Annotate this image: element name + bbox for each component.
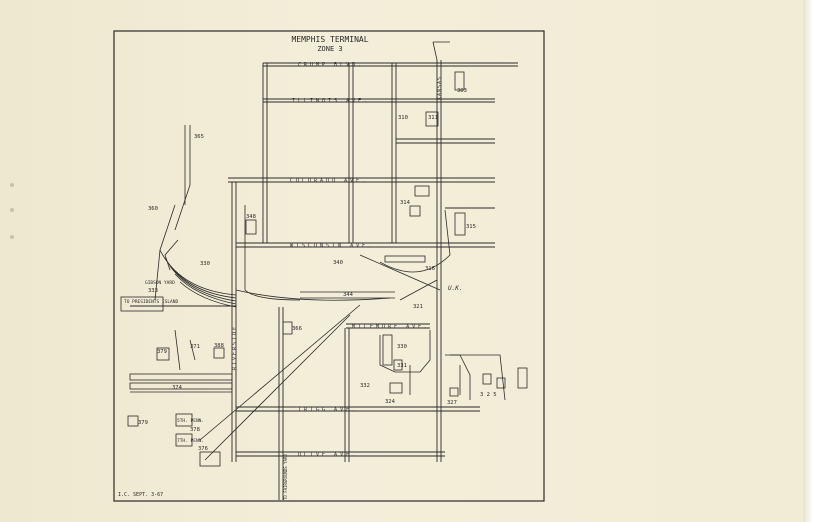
street-colorado: COLORADO AVE. [290,178,368,184]
map-frame [113,30,545,502]
street-kansas: KANSAS [437,76,443,100]
track-number: 310 [398,115,408,121]
street-milemore: MILEMORE AVE. [352,324,430,330]
track-number: 376 [198,446,208,452]
label-fifth-penn: 5TH. PENN. [177,418,204,424]
paper-edge [803,0,813,522]
track-number: 314 [400,200,411,206]
track-number: 378 [190,427,200,433]
buildings [120,71,528,467]
track-number: 3 2 5 [480,392,497,398]
footer-date: I.C. SEPT. 3-67 [118,492,163,498]
track-number: 366 [292,326,302,332]
track-number: 374 [172,385,183,391]
track-number: 316 [425,266,435,272]
track-number: 388 [214,343,224,349]
track-number: 331 [397,363,407,369]
track-number: 360 [148,206,158,212]
track-number: 365 [194,134,204,140]
street-riverside: RIVERSIDE [232,325,238,370]
track-number: 333 [148,288,158,294]
track-number: 379 [157,349,167,355]
track-number: 321 [413,304,423,310]
track-number: 311 [428,115,438,121]
map-subtitle: ZONE 3 [317,45,342,53]
track-numbers: 303 310 311 365 360 314 315 348 330 333 … [138,88,497,452]
track-lines [129,41,506,461]
label-gibson-yard: GIBSON YARD [145,280,175,286]
punch-hole [10,208,14,212]
map-title: MEMPHIS TERMINAL [291,35,368,44]
track-number: 303 [457,88,467,94]
street-illinois: ILLINOIS AVE. [292,98,370,104]
street-grid [130,60,518,500]
track-number: 379 [138,420,148,426]
punch-hole [10,235,14,239]
track-number: 330 [200,261,210,267]
street-trigg: TRIGG AVE. [298,407,358,413]
label-seventh-penn: 7TH. PENN. [177,438,204,444]
track-number: 371 [190,344,200,350]
street-labels: CRUMP BLVD. ILLINOIS AVE. COLORADO AVE. … [290,62,430,458]
street-wisconsin: WISCONSIN AVE. [290,243,374,249]
track-number: 348 [246,214,256,220]
track-number: 330 [397,344,407,350]
track-number: 344 [343,292,354,298]
track-number: 340 [333,260,343,266]
punch-hole [10,183,14,187]
track-number: 332 [360,383,370,389]
track-number: 327 [447,400,457,406]
track-number: 315 [466,224,476,230]
track-number: 324 [385,399,396,405]
label-presidents-island: TO PRESIDENTS ISLAND [124,299,178,305]
annotation-uk: U.K. [448,285,462,292]
label-fairgrounds: TO FAIRGROUNDS YARD [283,454,288,500]
street-olive: OLIVE AVE. [298,452,358,458]
street-crump: CRUMP BLVD. [298,62,364,68]
